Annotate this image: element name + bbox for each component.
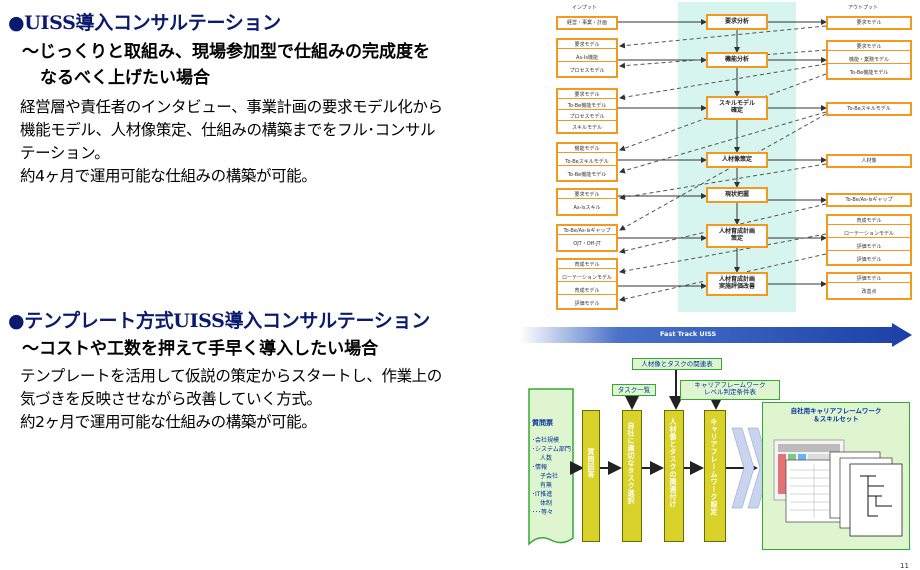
process-flow-diagram: インプット アウトプット xyxy=(554,2,916,312)
input-group: 育成モデル ローテーションモデル 育成モデル 評価モデル xyxy=(556,258,618,310)
input-box: 要求モデル xyxy=(558,41,616,49)
output-framework-title: 自社用キャリアフレームワーク ＆スキルセット xyxy=(790,407,882,423)
input-box: As-Is機能 xyxy=(558,54,616,62)
callout-task-list: タスク一覧 xyxy=(612,384,656,396)
section1-body-line: 経営層や責任者のインタビュー、事業計画の要求モデル化から xyxy=(20,98,443,116)
input-box: 要求モデル xyxy=(558,91,616,99)
section2-body-line: 気づきを反映させながら改善していく方式。 xyxy=(20,390,322,408)
questionnaire-document-shape xyxy=(528,388,574,546)
output-box: 育成モデル xyxy=(828,217,910,225)
questionnaire-item: 有無 xyxy=(540,482,553,489)
step-box-task-selection xyxy=(622,410,642,542)
step-label: 人材像とタスクの関連付け xyxy=(669,418,677,508)
section1-body-line: テーション。 xyxy=(20,144,110,162)
skillset-documents-illustration xyxy=(773,439,903,537)
input-box: スキルモデル xyxy=(571,125,602,131)
fast-track-banner-label: Fast Track UISS xyxy=(660,330,717,338)
output-group: 育成モデル ローテーションモデル 評価モデル 評価モデル xyxy=(826,214,912,266)
process-step: 人材育成計画 策定 xyxy=(706,224,768,248)
input-box: 育成モデル xyxy=(558,287,616,295)
output-box: To-Beスキルモデル xyxy=(826,102,912,116)
input-group: 要求モデル As-Isスキル xyxy=(556,188,618,216)
fast-track-diagram: Fast Track UISS 質問票 ･会社規模 ･システム部門 人数 ･情報… xyxy=(520,318,920,570)
input-box: 経営・事業・計画 xyxy=(556,16,618,30)
section1-subtitle-line2: なるべく上げたい場合 xyxy=(40,68,210,88)
section1-title: ●UISS導入コンサルテーション xyxy=(8,12,281,34)
section2-title: ●テンプレート方式UISS導入コンサルテーション xyxy=(8,310,430,332)
output-group: 要求モデル 機能・業務モデル To-Be機能モデル xyxy=(826,40,912,80)
input-box: 機能モデル xyxy=(558,145,616,153)
questionnaire-item: ･情報 xyxy=(532,464,548,471)
step-label: キャリアフレームワーク設定 xyxy=(710,418,718,516)
input-box: To-Be/As-Isギャップ xyxy=(558,227,616,235)
section1-body: 経営層や責任者のインタビュー、事業計画の要求モデル化から 機能モデル、人材像策定… xyxy=(20,96,443,188)
output-box: To-Be機能モデル xyxy=(849,70,889,76)
input-group: To-Be/As-Isギャップ OJT・Off-JT xyxy=(556,224,618,252)
step-box-answers xyxy=(582,410,600,542)
input-box: 評価モデル xyxy=(574,301,600,307)
input-box: プロセスモデル xyxy=(558,113,616,121)
process-step: スキルモデル 確定 xyxy=(706,96,768,120)
questionnaire-item: 体制 xyxy=(540,500,553,507)
output-box: 評価モデル xyxy=(828,275,910,283)
output-box: ローテーションモデル xyxy=(828,230,910,238)
input-box: To-Be機能モデル xyxy=(567,172,607,178)
fast-track-banner-arrow xyxy=(520,323,912,347)
section2-body-line: テンプレートを活用して仮説の策定からスタートし、作業上の xyxy=(20,367,442,385)
section2-body: テンプレートを活用して仮説の策定からスタートし、作業上の 気づきを反映させながら… xyxy=(20,365,442,434)
process-step: 要求分析 xyxy=(706,14,768,30)
questionnaire-items: ･会社規模 ･システム部門 人数 ･情報 子会社 有無 ･IT推進 体制 ･･･… xyxy=(532,436,572,517)
output-box: 評価モデル xyxy=(828,243,910,251)
questionnaire-item: 人数 xyxy=(540,455,553,462)
input-header: インプット xyxy=(572,5,597,11)
questionnaire-item: 子会社 xyxy=(540,473,559,480)
output-box: 要求モデル xyxy=(828,43,910,51)
output-box: 評価モデル xyxy=(856,257,882,263)
output-box: 機能・業務モデル xyxy=(828,56,910,64)
process-step: 現状把握 xyxy=(706,187,768,203)
section1-subtitle-line1: ～じっくりと取組み、現場参加型で仕組みの完成度を xyxy=(22,42,430,62)
input-box: 要求モデル xyxy=(558,191,616,199)
input-box: プロセスモデル xyxy=(569,68,605,74)
input-box: As-Isスキル xyxy=(573,205,601,211)
output-box: 人材像 xyxy=(826,154,912,168)
input-box: ローテーションモデル xyxy=(558,274,616,282)
callout-role-task-table: 人材像とタスクの関連表 xyxy=(632,358,722,370)
section1-body-line: 機能モデル、人材像策定、仕組みの構築までをフル･コンサル xyxy=(20,121,436,139)
questionnaire-title: 質問票 xyxy=(532,419,553,427)
input-group: 要求モデル To-Be機能モデル プロセスモデル スキルモデル xyxy=(556,88,618,134)
step-box-role-task-link xyxy=(664,410,684,542)
input-box: To-Be機能モデル xyxy=(558,102,616,110)
questionnaire-item: ･･･等々 xyxy=(532,509,554,516)
output-header: アウトプット xyxy=(848,5,879,11)
input-box: To-Beスキルモデル xyxy=(558,158,616,166)
step-box-career-framework xyxy=(704,410,726,542)
step-label: 質問回答 xyxy=(587,448,595,478)
input-group: 要求モデル As-Is機能 プロセスモデル xyxy=(556,38,618,78)
step-label: 自社に適切なタスク選択 xyxy=(627,422,635,505)
questionnaire-item: ･システム部門 xyxy=(532,446,571,453)
callout-career-level-table: キャリアフレームワーク レベル判定条件表 xyxy=(680,380,780,400)
section1-body-line: 約4ヶ月で運用可能な仕組みの構築が可能。 xyxy=(20,167,317,185)
input-group: 機能モデル To-Beスキルモデル To-Be機能モデル xyxy=(556,142,618,182)
process-step: 人材像策定 xyxy=(706,152,768,168)
section2-body-line: 約2ヶ月で運用可能な仕組みの構築が可能。 xyxy=(20,413,317,431)
output-box: 改善点 xyxy=(861,289,877,295)
section2-subtitle: ～コストや工数を押えて手早く導入したい場合 xyxy=(22,339,379,359)
input-box: OJT・Off-JT xyxy=(573,241,601,247)
output-group: 評価モデル 改善点 xyxy=(826,272,912,300)
page-number: 11 xyxy=(900,562,909,570)
process-step: 機能分析 xyxy=(706,52,768,68)
questionnaire-item: ･会社規模 xyxy=(532,437,560,444)
process-step: 人材育成計画 実施評価改善 xyxy=(706,272,768,296)
output-box: 要求モデル xyxy=(826,16,912,30)
input-box: 育成モデル xyxy=(558,261,616,269)
output-box: To-Be/As-Isギャップ xyxy=(826,193,912,207)
questionnaire-item: ･IT推進 xyxy=(532,491,553,498)
